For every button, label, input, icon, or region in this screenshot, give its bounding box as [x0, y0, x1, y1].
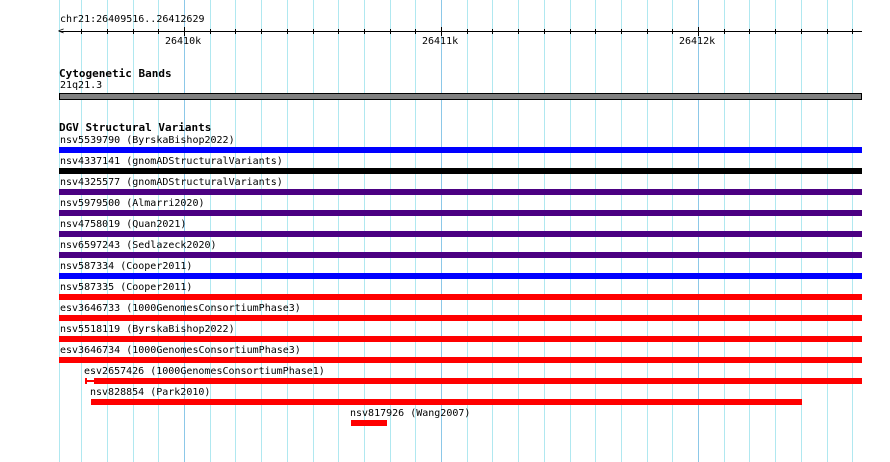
ruler-tick — [467, 29, 468, 34]
variant-bar[interactable] — [59, 147, 862, 153]
ruler-tick — [261, 29, 262, 34]
variant-label[interactable]: nsv5979500 (Almarri2020) — [60, 198, 205, 209]
variant-bar-connector — [85, 380, 95, 382]
ruler-tick — [775, 29, 776, 34]
region-label: chr21:26409516..26412629 — [60, 14, 205, 25]
ruler-tick — [518, 29, 519, 34]
variant-bar[interactable] — [59, 210, 862, 216]
variant-label[interactable]: esv3646733 (1000GenomesConsortiumPhase3) — [60, 303, 301, 314]
ruler-tick — [570, 29, 571, 34]
ruler-tick — [647, 29, 648, 34]
variant-bar[interactable] — [59, 231, 862, 237]
ruler-label-26411k: 26411k — [422, 36, 459, 47]
ruler-tick — [544, 29, 545, 34]
variant-bar[interactable] — [59, 315, 862, 321]
variant-label[interactable]: nsv587335 (Cooper2011) — [60, 282, 193, 293]
ruler-tick — [338, 29, 339, 34]
ruler-tick — [107, 29, 108, 34]
ruler-label-26410k: 26410k — [165, 36, 202, 47]
ruler-tick — [364, 29, 365, 34]
ruler-label-26412k: 26412k — [679, 36, 716, 47]
ruler-tick — [133, 29, 134, 34]
variant-label[interactable]: nsv4325577 (gnomADStructuralVariants) — [60, 177, 283, 188]
variant-bar[interactable] — [351, 420, 387, 426]
dgv-track-title: DGV Structural Variants — [59, 121, 212, 134]
left-arrow-icon: < — [58, 26, 65, 37]
variant-label[interactable]: esv2657426 (1000GenomesConsortiumPhase1) — [84, 366, 325, 377]
variant-bar[interactable] — [94, 378, 862, 384]
variant-bar[interactable] — [91, 399, 802, 405]
variant-bar[interactable] — [59, 189, 862, 195]
variant-label[interactable]: nsv5518119 (ByrskaBishop2022) — [60, 324, 235, 335]
variant-label[interactable]: nsv5539790 (ByrskaBishop2022) — [60, 135, 235, 146]
cyto-band-label: 21q21.3 — [60, 80, 103, 91]
ruler-tick — [672, 29, 673, 34]
ruler-tick — [827, 29, 828, 34]
ruler-tick — [210, 29, 211, 34]
variant-bar[interactable] — [59, 273, 862, 279]
variant-bar[interactable] — [59, 336, 862, 342]
ruler-tick — [621, 29, 622, 34]
ruler-tick — [158, 29, 159, 34]
ruler-tick — [441, 27, 442, 36]
ruler-tick — [801, 29, 802, 34]
ruler-tick — [724, 29, 725, 34]
variant-label[interactable]: nsv6597243 (Sedlazeck2020) — [60, 240, 217, 251]
cytogenetic-bands-title: Cytogenetic Bands — [59, 67, 172, 80]
ruler-tick — [390, 29, 391, 34]
variant-label[interactable]: nsv4758019 (Quan2021) — [60, 219, 187, 230]
variant-label[interactable]: nsv587334 (Cooper2011) — [60, 261, 193, 272]
ruler-tick — [749, 29, 750, 34]
ruler-tick — [313, 29, 314, 34]
variant-label[interactable]: nsv828854 (Park2010) — [90, 387, 211, 398]
ruler-tick — [852, 29, 853, 34]
ruler-tick — [287, 29, 288, 34]
ruler-axis[interactable] — [60, 31, 862, 32]
ruler-tick — [184, 27, 185, 36]
variant-label[interactable]: nsv4337141 (gnomADStructuralVariants) — [60, 156, 283, 167]
variant-bar[interactable] — [59, 357, 862, 363]
variant-bar[interactable] — [59, 168, 862, 174]
ruler-tick — [81, 29, 82, 34]
ruler-tick — [415, 29, 416, 34]
ruler-tick — [595, 29, 596, 34]
variant-bar[interactable] — [59, 294, 862, 300]
ruler-tick — [492, 29, 493, 34]
ruler-tick — [698, 27, 699, 36]
variant-label[interactable]: esv3646734 (1000GenomesConsortiumPhase3) — [60, 345, 301, 356]
variant-label[interactable]: nsv817926 (Wang2007) — [350, 408, 471, 419]
variant-bar[interactable] — [59, 252, 862, 258]
ruler-tick — [235, 29, 236, 34]
cyto-band-bar[interactable] — [59, 93, 862, 100]
